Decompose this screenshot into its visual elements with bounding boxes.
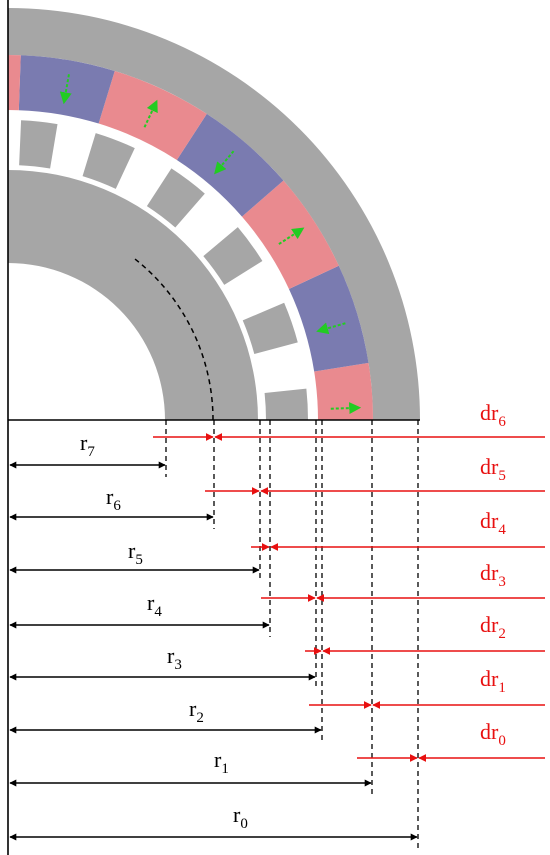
thickness-label: dr5 — [480, 454, 506, 484]
radius-label: r0 — [233, 802, 248, 832]
thickness-label: dr4 — [480, 508, 506, 538]
radius-label: r5 — [128, 538, 143, 568]
thickness-label: dr2 — [480, 612, 506, 642]
pole-piece — [242, 302, 298, 355]
thickness-label: dr6 — [480, 400, 506, 430]
magnet-segment — [176, 113, 284, 217]
radius-label: r1 — [214, 747, 229, 777]
thickness-label: dr3 — [480, 560, 506, 590]
magnet-segment — [288, 265, 369, 372]
radius-label: r3 — [167, 643, 182, 673]
radius-label: r2 — [189, 696, 204, 726]
magnet-segment — [8, 55, 21, 111]
dashed-arc — [133, 257, 214, 421]
pole-piece — [146, 168, 205, 228]
radius-label: r4 — [147, 590, 162, 620]
thickness-label: dr1 — [480, 666, 506, 696]
radius-label: r7 — [80, 430, 95, 460]
pole-piece — [203, 227, 263, 285]
geometry-layer — [7, 0, 420, 855]
thickness-label: dr0 — [480, 719, 506, 749]
magnet-segment — [314, 362, 373, 420]
magnet-segment — [241, 180, 339, 289]
pole-piece — [82, 133, 135, 189]
pole-piece — [264, 388, 308, 420]
dimension-layer — [9, 420, 545, 849]
magnet-segment — [98, 70, 207, 161]
inner-rotor-ring — [8, 170, 258, 420]
pole-piece — [19, 120, 58, 169]
outer-stator-ring — [8, 8, 420, 420]
radius-label: r6 — [106, 484, 121, 514]
